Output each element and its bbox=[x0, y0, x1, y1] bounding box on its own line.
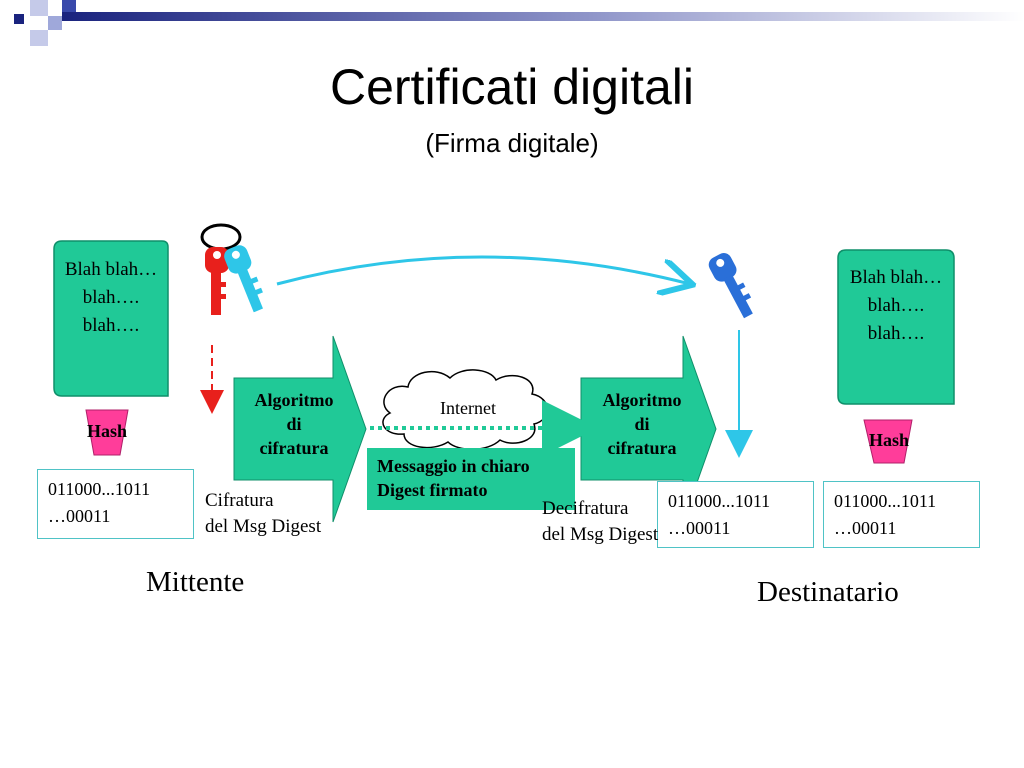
red-private-key-icon bbox=[205, 247, 229, 315]
sender-document-shape bbox=[53, 240, 169, 397]
receiver-hash-binary-box: 011000...1011 …00011 bbox=[823, 481, 980, 548]
encrypt-algo-line: Algoritmo bbox=[254, 390, 334, 410]
message-line: Messaggio in chiaro bbox=[377, 456, 530, 476]
decrypt-algo-line: cifratura bbox=[607, 438, 677, 458]
sender-hash-funnel bbox=[85, 409, 129, 456]
encrypt-algo-line: cifratura bbox=[259, 438, 329, 458]
receiver-step-line: Decifratura bbox=[542, 498, 629, 519]
public-key-transfer-arrow bbox=[276, 255, 690, 284]
key-pair-icon bbox=[200, 223, 263, 315]
message-box-shape bbox=[367, 448, 575, 510]
corner-square-light-3 bbox=[30, 30, 48, 46]
blue-public-key-icon bbox=[224, 245, 263, 313]
decrypt-algorithm-arrow bbox=[580, 335, 717, 523]
receiver-doc-line: Blah blah… bbox=[849, 267, 943, 288]
slide-subtitle: (Firma digitale) bbox=[425, 128, 599, 158]
corner-square-light-2 bbox=[48, 16, 62, 30]
sender-doc-line: blah…. bbox=[82, 287, 140, 308]
sender-step-line: Cifratura bbox=[205, 490, 274, 511]
sender-step-label: Cifratura del Msg Digest bbox=[205, 488, 365, 540]
receiver-hash-label: Hash bbox=[868, 430, 910, 450]
sender-document-text: Blah blah… blah…. blah…. bbox=[54, 256, 168, 340]
receiver-decrypted-line: …00011 bbox=[668, 518, 731, 538]
message-box-text: Messaggio in chiaro Digest firmato bbox=[377, 454, 575, 502]
receiver-doc-line: blah…. bbox=[867, 323, 925, 344]
sender-binary-box: 011000...1011 …00011 bbox=[37, 469, 194, 539]
receiver-doc-line: blah…. bbox=[867, 295, 925, 316]
receiver-public-key-icon bbox=[708, 253, 753, 319]
corner-decoration bbox=[14, 0, 1024, 46]
receiver-hash-line: 011000...1011 bbox=[834, 491, 937, 511]
sender-hash-label: Hash bbox=[86, 421, 128, 441]
sender-name: Mittente bbox=[146, 566, 245, 598]
corner-square-navy-2 bbox=[62, 0, 76, 12]
sender-step-line: del Msg Digest bbox=[205, 516, 322, 537]
decrypt-algorithm-text: Algoritmo di cifratura bbox=[587, 388, 697, 460]
sender-binary-line: …00011 bbox=[48, 506, 111, 526]
header-gradient-bar bbox=[62, 12, 1024, 21]
receiver-document-text: Blah blah… blah…. blah…. bbox=[838, 264, 954, 348]
sender-doc-line: Blah blah… bbox=[64, 259, 158, 280]
receiver-step-label: Decifratura del Msg Digest bbox=[542, 496, 692, 548]
receiver-name: Destinatario bbox=[757, 576, 899, 608]
receiver-hash-funnel bbox=[863, 419, 913, 464]
receiver-decrypted-binary-box: 011000...1011 …00011 bbox=[657, 481, 814, 548]
encrypt-algo-line: di bbox=[286, 414, 302, 434]
slide-title: Certificati digitali bbox=[329, 59, 694, 115]
corner-square-navy bbox=[14, 14, 24, 24]
encrypt-algorithm-arrow bbox=[233, 335, 367, 523]
message-line: Digest firmato bbox=[377, 480, 488, 500]
decrypt-algo-line: di bbox=[634, 414, 650, 434]
decrypt-algo-line: Algoritmo bbox=[602, 390, 682, 410]
corner-square-light-1 bbox=[30, 0, 48, 16]
sender-doc-line: blah…. bbox=[82, 315, 140, 336]
receiver-step-line: del Msg Digest bbox=[542, 524, 659, 545]
key-ring bbox=[200, 223, 242, 251]
receiver-document-shape bbox=[837, 249, 955, 405]
receiver-decrypted-line: 011000...1011 bbox=[668, 491, 771, 511]
sender-binary-line: 011000...1011 bbox=[48, 479, 151, 499]
internet-label: Internet bbox=[440, 398, 496, 418]
receiver-hash-line: …00011 bbox=[834, 518, 897, 538]
encrypt-algorithm-text: Algoritmo di cifratura bbox=[240, 388, 348, 460]
